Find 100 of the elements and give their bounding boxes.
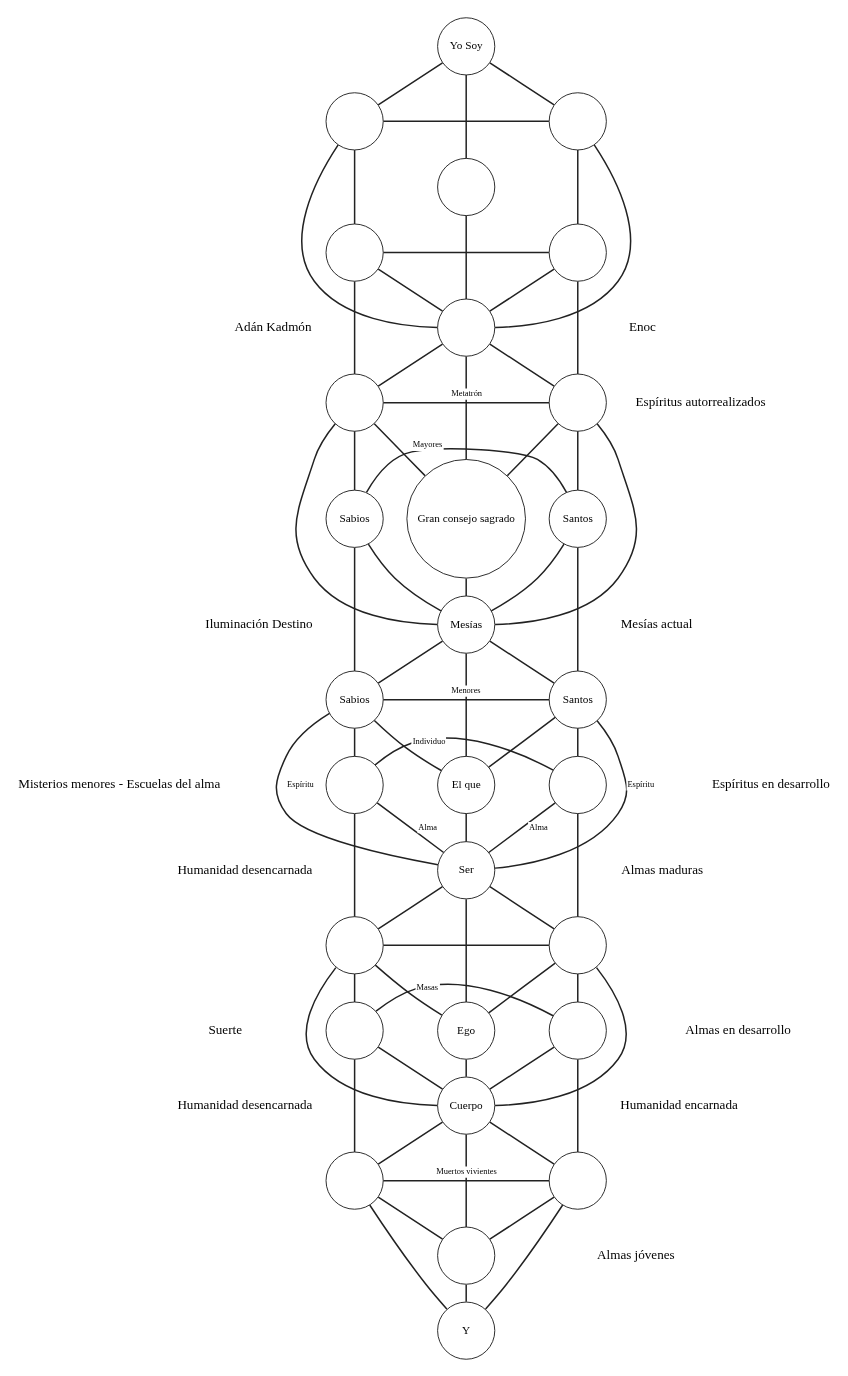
connector bbox=[577, 430, 579, 491]
connector bbox=[353, 430, 356, 491]
connector bbox=[353, 1058, 356, 1153]
connector bbox=[353, 812, 356, 917]
edge-label: Individuo bbox=[412, 735, 446, 746]
connector bbox=[489, 342, 555, 387]
edge-label: Muertos vivientes bbox=[436, 1165, 497, 1176]
node-circle bbox=[548, 1001, 607, 1060]
connector bbox=[465, 355, 467, 460]
connector bbox=[577, 727, 579, 757]
connector bbox=[353, 972, 356, 1003]
node-circle bbox=[437, 1226, 496, 1285]
connector bbox=[377, 1045, 444, 1090]
label: Almas jóvenes bbox=[597, 1246, 675, 1262]
connector bbox=[382, 120, 550, 122]
connector bbox=[353, 280, 356, 375]
connector bbox=[489, 267, 555, 312]
connector bbox=[465, 73, 467, 159]
node-circle: El que bbox=[437, 755, 496, 814]
connector bbox=[577, 1058, 579, 1153]
connector bbox=[577, 812, 579, 917]
edge-label: Mayores bbox=[412, 438, 443, 449]
connector bbox=[494, 143, 632, 328]
label: Mesías actual bbox=[620, 615, 693, 631]
node-circle: Y bbox=[437, 1301, 496, 1360]
node-circle bbox=[325, 1151, 384, 1210]
node-circle bbox=[325, 373, 384, 432]
edge-label: Menores bbox=[451, 684, 481, 695]
connector bbox=[377, 639, 444, 684]
connector bbox=[382, 401, 550, 403]
connector bbox=[373, 422, 426, 476]
connector bbox=[373, 719, 442, 771]
connector bbox=[382, 251, 550, 253]
connector bbox=[489, 1120, 555, 1165]
connector bbox=[382, 698, 550, 700]
node-circle bbox=[325, 223, 384, 282]
connector bbox=[465, 214, 467, 300]
connector bbox=[377, 61, 444, 106]
node-circle: Ser bbox=[437, 840, 496, 899]
connector bbox=[382, 944, 550, 946]
connector bbox=[465, 1058, 467, 1078]
label: Almas maduras bbox=[621, 861, 704, 877]
node-circle: Mesías bbox=[437, 595, 496, 654]
connector bbox=[488, 801, 556, 853]
node-circle bbox=[548, 91, 607, 150]
node-circle bbox=[325, 915, 384, 974]
connector bbox=[367, 542, 442, 612]
node-circle bbox=[325, 91, 384, 150]
node-circle bbox=[548, 373, 607, 432]
connector bbox=[365, 447, 568, 493]
edge-label: Espíritu bbox=[627, 778, 655, 789]
node-circle bbox=[325, 755, 384, 814]
connector bbox=[382, 1179, 550, 1181]
node-circle: Sabios bbox=[325, 489, 384, 548]
connector bbox=[377, 342, 444, 387]
node-circle bbox=[548, 915, 607, 974]
label: Humanidad desencarnada bbox=[177, 861, 313, 877]
label: Espíritus en desarrollo bbox=[711, 775, 830, 791]
connector bbox=[301, 143, 439, 328]
connector bbox=[577, 280, 579, 375]
edge-label: Masas bbox=[416, 981, 439, 992]
connector bbox=[489, 885, 555, 930]
node-circle bbox=[437, 157, 496, 216]
edge-label: Espíritu bbox=[287, 778, 314, 789]
connector bbox=[377, 1120, 444, 1165]
node-circle bbox=[548, 223, 607, 282]
connector bbox=[377, 267, 444, 312]
node-circle: Cuerpo bbox=[437, 1076, 496, 1135]
connector bbox=[376, 801, 445, 853]
node-circle bbox=[437, 298, 496, 357]
connector bbox=[494, 422, 638, 625]
connector bbox=[465, 577, 467, 597]
connector bbox=[295, 422, 439, 625]
connector bbox=[489, 61, 555, 106]
label: Humanidad encarnada bbox=[620, 1096, 738, 1112]
label: Enoc bbox=[629, 318, 656, 334]
connector bbox=[377, 885, 444, 930]
connector bbox=[484, 1203, 564, 1310]
connector bbox=[577, 546, 579, 672]
label: Humanidad desencarnada bbox=[177, 1096, 313, 1112]
connector bbox=[494, 719, 628, 869]
edge-label: Alma bbox=[529, 821, 548, 832]
node-circle: Santos bbox=[548, 670, 607, 729]
connector bbox=[353, 727, 356, 757]
label: Suerte bbox=[208, 1021, 242, 1037]
node-circle: Ego bbox=[437, 1001, 496, 1060]
connector bbox=[465, 1283, 467, 1303]
connector bbox=[489, 1195, 555, 1240]
connector bbox=[465, 897, 467, 1003]
node-circle bbox=[548, 755, 607, 814]
node-circle bbox=[548, 1151, 607, 1210]
node-circle: Santos bbox=[548, 489, 607, 548]
node-circle bbox=[325, 1001, 384, 1060]
connector bbox=[490, 542, 565, 612]
connector bbox=[465, 812, 467, 842]
connector bbox=[488, 961, 556, 1014]
connector bbox=[368, 1203, 448, 1310]
label: Almas en desarrollo bbox=[685, 1021, 791, 1037]
node-circle: Gran consejo sagrado bbox=[406, 458, 526, 579]
connector bbox=[377, 1195, 444, 1240]
